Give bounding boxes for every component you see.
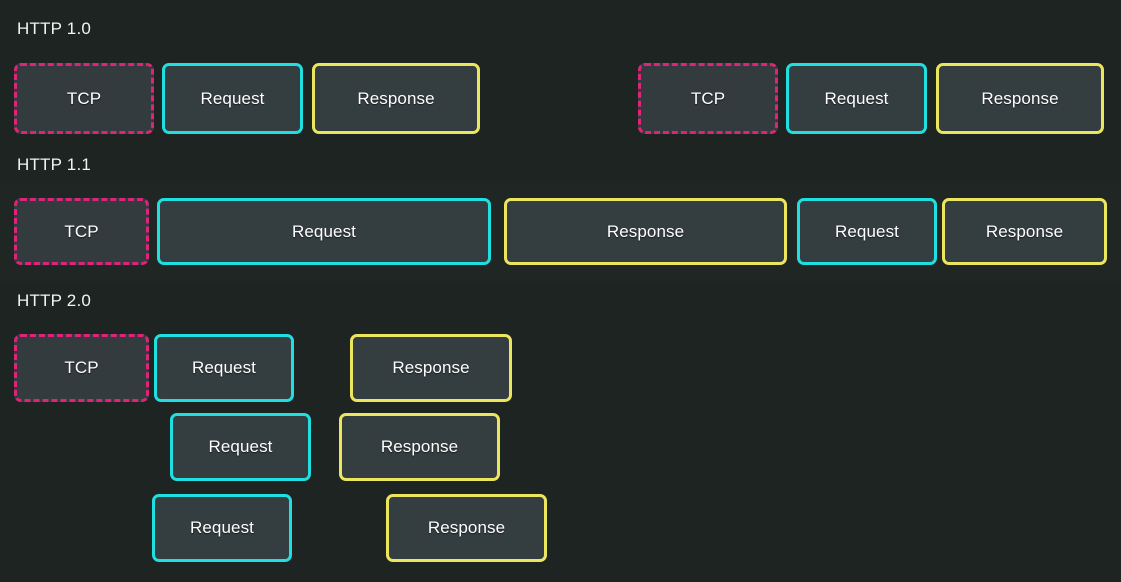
http-1-0-tcp-box: TCP: [14, 63, 154, 134]
section-label-http-1-1: HTTP 1.1: [17, 155, 92, 174]
section-label-http-2-0: HTTP 2.0: [17, 291, 92, 310]
http-1-0-request-box: Request: [162, 63, 303, 134]
http-1-1-request-box: Request: [797, 198, 937, 265]
http-1-0-response-box: Response: [936, 63, 1104, 134]
http-2-0-response-box: Response: [386, 494, 547, 562]
http-2-0-response-box: Response: [350, 334, 512, 402]
http-1-1-response-box: Response: [942, 198, 1107, 265]
http-1-0-tcp-box: TCP: [638, 63, 778, 134]
http-2-0-tcp-box: TCP: [14, 334, 149, 402]
http-2-0-response-box: Response: [339, 413, 500, 481]
http-1-0-request-box: Request: [786, 63, 927, 134]
http-2-0-request-box: Request: [152, 494, 292, 562]
http-1-0-response-box: Response: [312, 63, 480, 134]
section-label-http-1-0: HTTP 1.0: [17, 19, 92, 38]
http-1-1-request-box: Request: [157, 198, 491, 265]
http-1-1-response-box: Response: [504, 198, 787, 265]
http-1-1-tcp-box: TCP: [14, 198, 149, 265]
http-2-0-request-box: Request: [170, 413, 311, 481]
http-2-0-request-box: Request: [154, 334, 294, 402]
